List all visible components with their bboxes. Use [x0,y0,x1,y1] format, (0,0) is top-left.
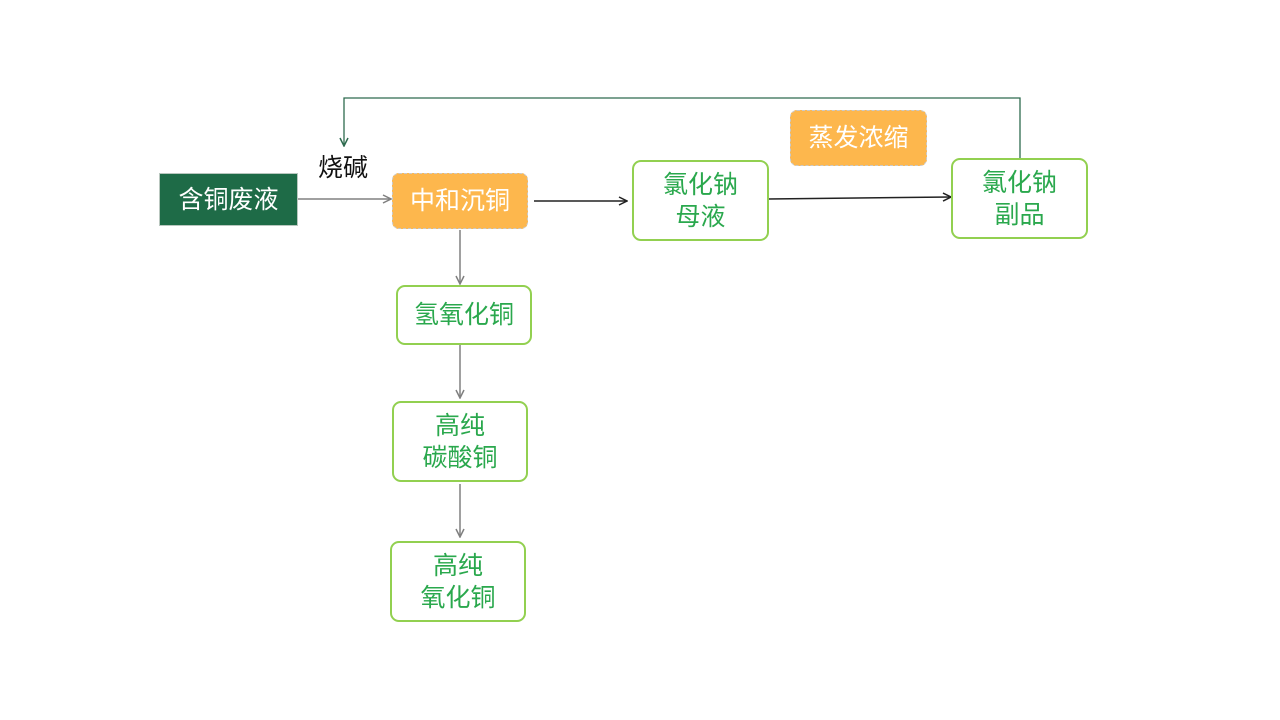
nacl-byproduct-line1: 氯化钠 [981,167,1057,197]
copper-carbonate-line2: 碳酸铜 [422,442,498,472]
evaporate-node: 蒸发浓缩 [790,110,927,166]
nacl-byproduct-line2: 副品 [994,199,1045,229]
neutralize-label: 中和沉铜 [409,186,510,215]
arrow-mother-liquor-to-byproduct [767,197,951,199]
copper-oxide-line2: 氧化铜 [420,582,496,612]
waste-liquid-label: 含铜废液 [178,184,279,214]
arrow-feedback-loop [344,97,1021,160]
nacl-mother-liquor-node: 氯化钠 母液 [632,160,769,241]
caustic-soda-label: 烧碱 [318,153,369,182]
nacl-mother-liquor-line2: 母液 [675,201,726,231]
copper-hydroxide-node: 氢氧化铜 [396,285,532,345]
copper-hydroxide-label: 氢氧化铜 [413,300,514,329]
neutralize-node: 中和沉铜 [392,173,528,229]
copper-oxide-node: 高纯 氧化铜 [390,541,526,622]
evaporate-label: 蒸发浓缩 [808,123,909,152]
waste-liquid-node: 含铜废液 [159,173,298,226]
copper-carbonate-node: 高纯 碳酸铜 [392,401,528,482]
copper-carbonate-line1: 高纯 [434,410,485,440]
nacl-byproduct-node: 氯化钠 副品 [951,158,1088,239]
copper-oxide-line1: 高纯 [432,550,483,580]
nacl-mother-liquor-line1: 氯化钠 [662,169,738,199]
